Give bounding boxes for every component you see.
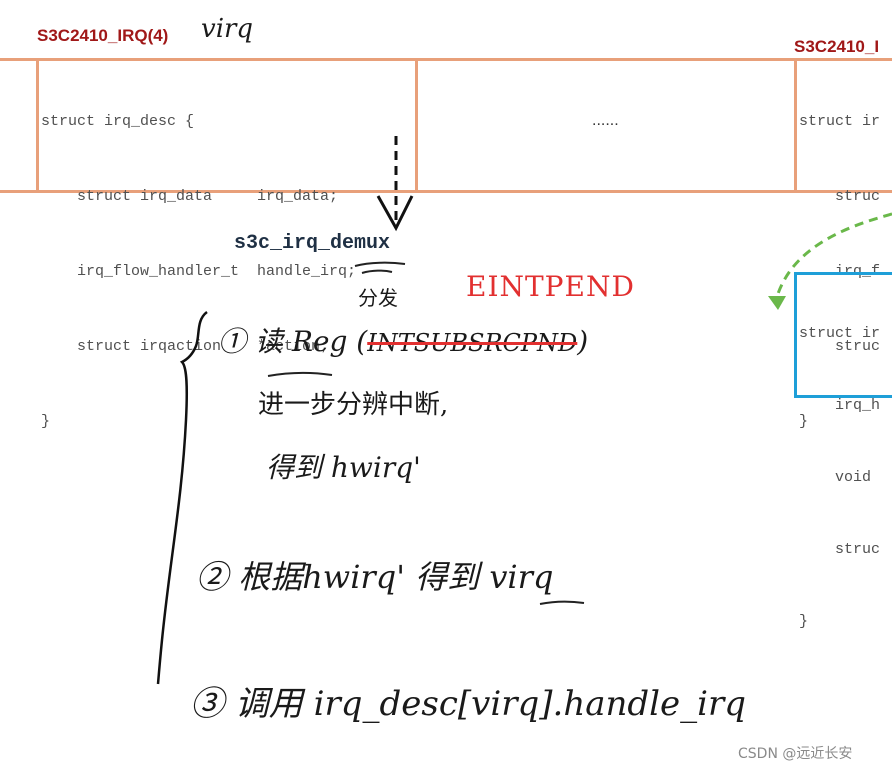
step-1-line-2: 进一步分辨中断, [258, 390, 449, 420]
right-desc-code: struct ir struc irq_f struc } [799, 59, 880, 459]
arrow-head [376, 195, 414, 232]
code-line: struc [799, 541, 881, 558]
right-desc-title: S3C2410_I [794, 37, 880, 56]
code-line: irq_h [799, 397, 881, 414]
step-text: 根据hwirq' 得到 virq [238, 558, 554, 596]
step-1-line-3: 得到 hwirq' [266, 451, 421, 484]
code-line: } [799, 613, 809, 630]
chip-box [794, 272, 892, 398]
ellipsis: ...... [592, 112, 619, 129]
step-2: ② 根据hwirq' 得到 virq [196, 552, 553, 598]
code-line: struc [799, 338, 881, 355]
code-line: void [799, 469, 872, 486]
demux-underline [354, 261, 406, 267]
reg-underline [267, 371, 333, 377]
code-line: struct irq_data irq_data; [41, 188, 339, 205]
struck-register: INTSUBSRCPND [367, 329, 578, 357]
step-text: 调用 irq_desc[virq].handle_irq [234, 684, 747, 724]
left-desc-title: S3C2410_IRQ(4) [37, 26, 169, 45]
left-brace [156, 310, 208, 685]
code-line: irq_flow_handler_t handle_irq; [41, 263, 357, 280]
right-desc-cell [794, 58, 892, 193]
red-note: EINTPEND [466, 270, 635, 303]
green-arrow-head [768, 296, 786, 310]
step-1: ① 读 Reg (INTSUBSRCPND) [218, 320, 588, 360]
code-line: struc [799, 188, 881, 205]
code-line: struct irqaction *action; [41, 338, 330, 355]
irq-desc-array [0, 58, 892, 193]
step-3: ③ 调用 irq_desc[virq].handle_irq [190, 676, 746, 725]
code-line: } [799, 413, 809, 430]
left-desc-cell [36, 58, 418, 193]
virq-underline [539, 600, 585, 605]
code-line: } [41, 413, 51, 430]
code-line: irq_f [799, 263, 881, 280]
demux-label: 分发 [358, 286, 398, 310]
step-text: 读 Reg ( [254, 325, 368, 358]
left-desc-code: struct irq_desc { struct irq_data irq_da… [41, 59, 356, 459]
demux-underline-2 [361, 269, 393, 274]
watermark: CSDN @远近长安 [738, 746, 853, 762]
code-line: struct ir [799, 113, 881, 130]
step-number: ③ [190, 684, 224, 724]
virq-annotation: virq [201, 14, 254, 44]
demux-function-name: s3c_irq_demux [234, 232, 391, 255]
green-dashed-arrow [774, 212, 892, 301]
chip-box-code: struct ir irq_h void struc } [799, 274, 880, 658]
code-line: struct ir [799, 325, 881, 342]
step-number: ② [196, 558, 229, 596]
step-number: ① [218, 325, 247, 358]
code-line: struct irq_desc { [41, 113, 195, 130]
step-close: ) [577, 325, 589, 358]
